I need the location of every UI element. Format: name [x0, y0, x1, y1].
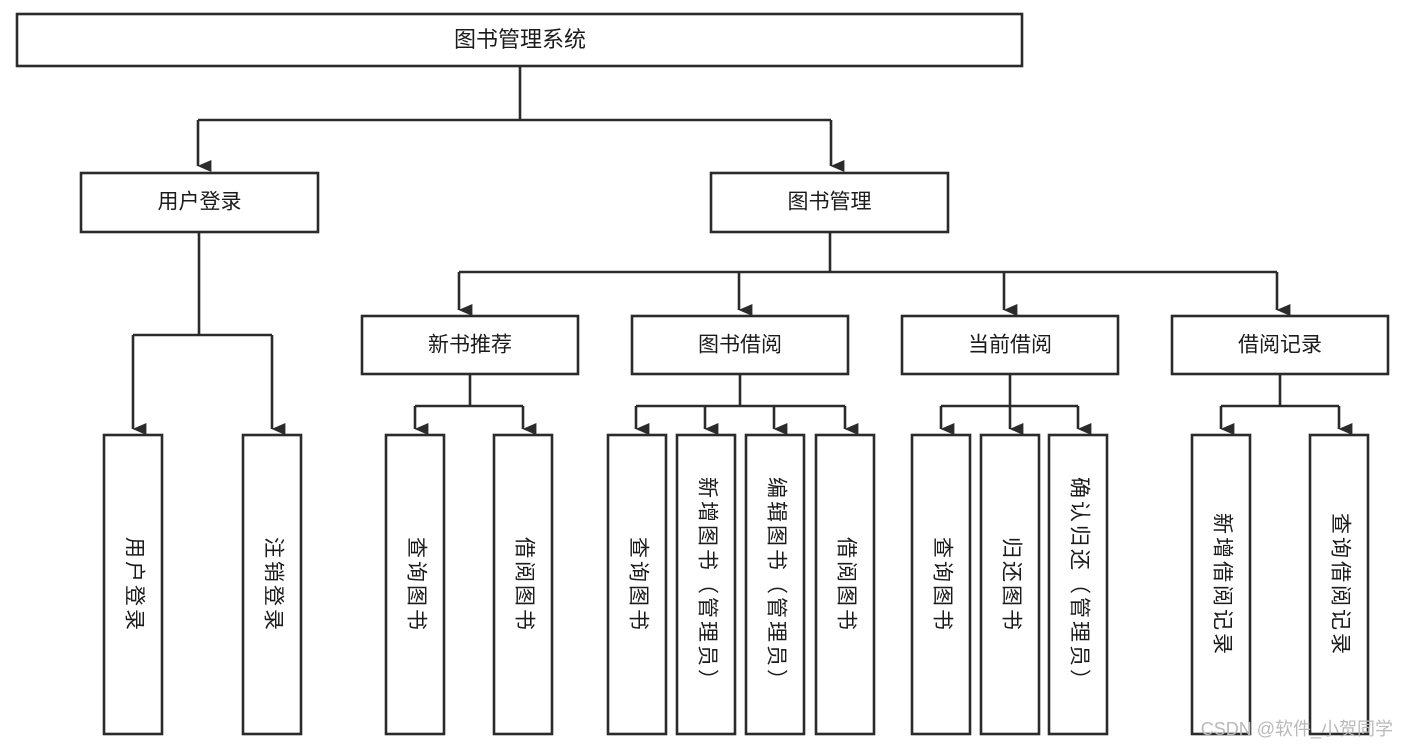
node-leaf-return-book[interactable]: 归还图书 [979, 433, 1041, 736]
node-leaf-logout-login-label: 注销登录 [261, 537, 284, 633]
node-leaf-edit-book[interactable]: 编辑图书（管理员） [744, 433, 806, 736]
node-leaf-query-book-3-label: 查询图书 [930, 537, 953, 633]
node-root-label: 图书管理系统 [454, 27, 586, 52]
node-leaf-borrow-book-2-label: 借阅图书 [834, 537, 857, 633]
node-leaf-add-record[interactable]: 新增借阅记录 [1190, 433, 1252, 736]
node-current-borrow[interactable]: 当前借阅 [900, 314, 1120, 376]
node-root[interactable]: 图书管理系统 [15, 12, 1024, 68]
node-leaf-edit-book-label: 编辑图书（管理员） [764, 477, 787, 693]
node-leaf-query-record[interactable]: 查询借阅记录 [1308, 433, 1370, 736]
node-leaf-query-book-3[interactable]: 查询图书 [910, 433, 972, 736]
node-leaf-user-login-label: 用户登录 [122, 537, 145, 633]
node-borrow-record-label: 借阅记录 [1238, 334, 1322, 357]
node-leaf-query-book-2-label: 查询图书 [626, 537, 649, 633]
node-leaf-user-login[interactable]: 用户登录 [102, 433, 164, 736]
node-leaf-confirm-return[interactable]: 确认归还（管理员） [1047, 433, 1109, 736]
node-leaf-borrow-book-2[interactable]: 借阅图书 [814, 433, 876, 736]
node-leaf-return-book-label: 归还图书 [999, 537, 1022, 633]
node-leaf-confirm-return-label: 确认归还（管理员） [1067, 477, 1090, 693]
node-leaf-query-book-1-label: 查询图书 [404, 537, 427, 633]
node-leaf-add-record-label: 新增借阅记录 [1210, 513, 1233, 657]
node-borrow-record[interactable]: 借阅记录 [1170, 314, 1390, 376]
csdn-watermark: CSDN @软件_小贺同学 [1200, 719, 1393, 739]
node-book-manage[interactable]: 图书管理 [709, 171, 950, 234]
node-leaf-add-book-label: 新增图书（管理员） [695, 477, 718, 693]
edges-group [131, 66, 1353, 435]
node-book-borrow-label: 图书借阅 [698, 334, 782, 357]
node-leaf-logout-login[interactable]: 注销登录 [241, 433, 303, 736]
node-leaf-query-record-label: 查询借阅记录 [1328, 513, 1351, 657]
node-new-book-rec-label: 新书推荐 [428, 334, 512, 357]
node-leaf-borrow-book-1[interactable]: 借阅图书 [492, 433, 554, 736]
node-new-book-rec[interactable]: 新书推荐 [360, 314, 580, 376]
node-user-login-label: 用户登录 [158, 191, 242, 214]
node-book-manage-label: 图书管理 [788, 191, 872, 214]
node-book-borrow[interactable]: 图书借阅 [630, 314, 850, 376]
node-leaf-query-book-1[interactable]: 查询图书 [384, 433, 446, 736]
node-leaf-query-book-2[interactable]: 查询图书 [606, 433, 668, 736]
node-leaf-add-book[interactable]: 新增图书（管理员） [675, 433, 737, 736]
node-user-login[interactable]: 用户登录 [79, 171, 320, 234]
node-current-borrow-label: 当前借阅 [968, 334, 1052, 357]
node-leaf-borrow-book-1-label: 借阅图书 [512, 537, 535, 633]
